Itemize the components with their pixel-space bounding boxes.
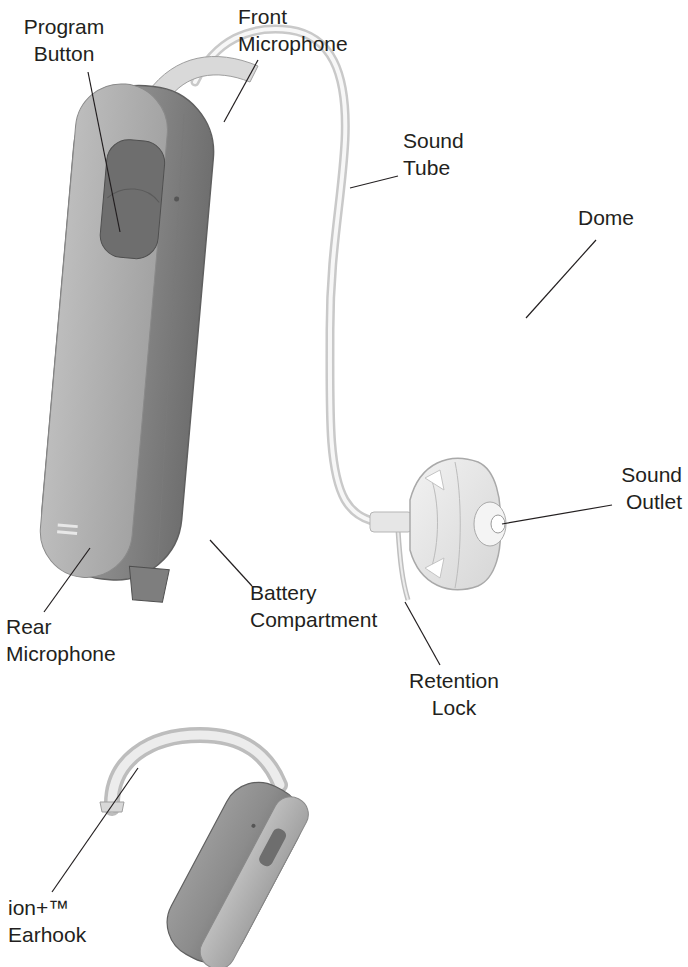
- part-label: ion+™ Earhook: [8, 895, 103, 949]
- rear-microphone: [58, 525, 78, 527]
- leader-line: [88, 72, 120, 232]
- hearing-aid-body: [35, 80, 219, 603]
- battery-compartment: [127, 566, 170, 602]
- leader-line: [350, 176, 398, 188]
- leader-line: [44, 548, 90, 612]
- part-label: Dome: [578, 205, 668, 232]
- retention-lock-highlight: [398, 530, 408, 600]
- leader-line: [502, 505, 612, 524]
- leader-line: [52, 768, 138, 892]
- leader-line: [405, 602, 440, 665]
- leader-lines: [44, 60, 612, 892]
- part-label: Sound Tube: [403, 128, 488, 182]
- part-label: Program Button: [14, 14, 114, 68]
- leader-line: [210, 540, 252, 586]
- dome: [370, 458, 506, 589]
- part-label: Sound Outlet: [600, 462, 682, 516]
- part-label: Battery Compartment: [250, 580, 395, 634]
- earhook-hearing-aid: [100, 735, 314, 967]
- retention-lock: [398, 530, 408, 600]
- part-label: Rear Microphone: [6, 614, 131, 668]
- program-button: [98, 138, 166, 261]
- leader-line: [224, 60, 258, 122]
- part-label: Front Microphone: [238, 4, 363, 58]
- leader-line: [526, 240, 596, 318]
- part-label: Retention Lock: [398, 668, 510, 722]
- sound-tube: [195, 29, 405, 523]
